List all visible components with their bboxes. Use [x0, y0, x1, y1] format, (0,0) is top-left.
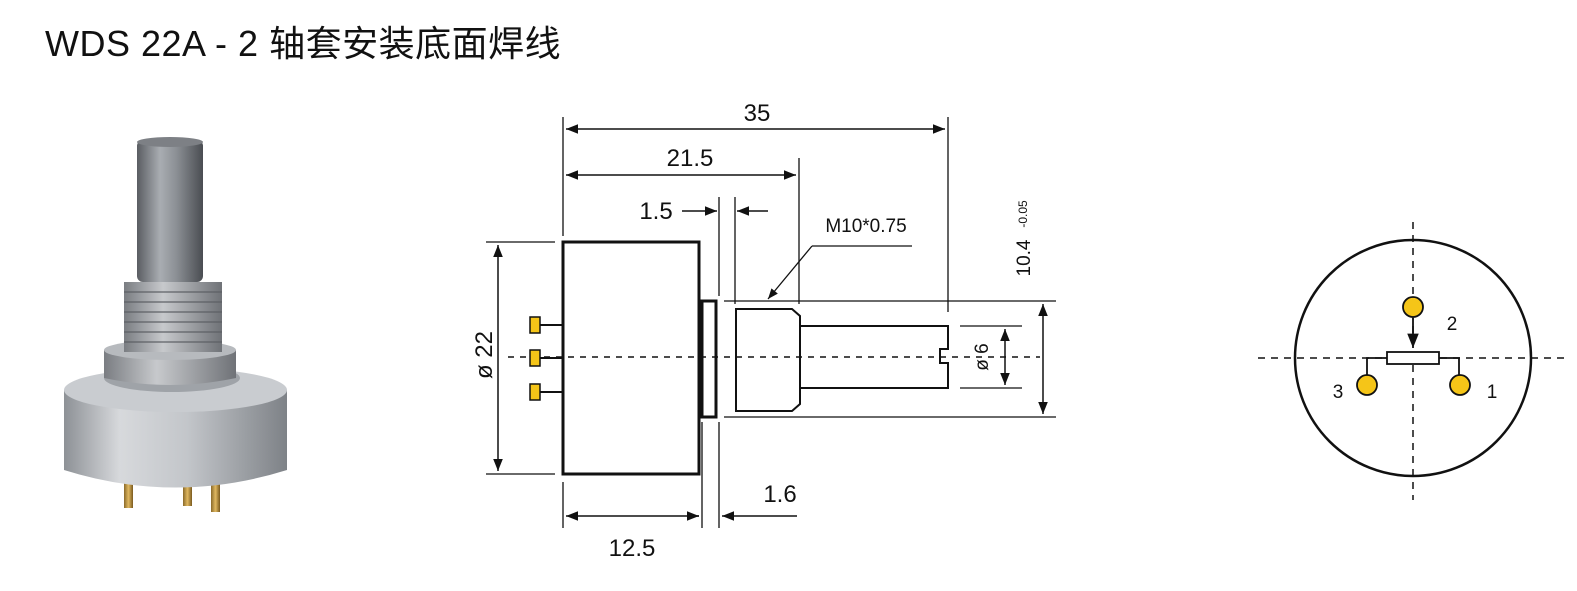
pin-1-dot — [1449, 374, 1471, 396]
dim-label-10-4: 10.4 — [1014, 239, 1035, 276]
resistor-symbol — [1386, 351, 1440, 365]
flange-outline — [700, 299, 718, 419]
pin-3-dot — [1356, 374, 1378, 396]
dim-label-21-5: 21.5 — [667, 145, 714, 172]
dim-label-35: 35 — [744, 100, 771, 127]
product-photo — [64, 137, 287, 512]
dim-label-tolerance: -0.05 — [1016, 200, 1030, 228]
dim-label-1-5: 1.5 — [639, 198, 672, 225]
photo-body — [64, 390, 287, 488]
dim-label-dia-22: ø 22 — [471, 331, 498, 379]
dim-label-12-5: 12.5 — [609, 535, 656, 562]
nut-outline — [735, 308, 801, 412]
drawing-pin-heads — [529, 316, 541, 401]
pin-label-2: 2 — [1447, 314, 1458, 335]
pin-2-dot — [1402, 296, 1424, 318]
shaft-outline — [800, 325, 949, 389]
photo-pin — [183, 478, 192, 506]
pin-label-3: 3 — [1333, 382, 1344, 403]
dimension-drawing — [486, 117, 1056, 528]
dim-label-thread: M10*0.75 — [825, 216, 906, 237]
dim-label-dia-6: ø 6 — [972, 343, 993, 370]
photo-bushing — [124, 282, 222, 352]
page-title: WDS 22A - 2 轴套安装底面焊线 — [45, 23, 562, 64]
thread-leader — [767, 245, 813, 300]
dim-label-1-6: 1.6 — [763, 481, 796, 508]
photo-pin — [211, 474, 220, 512]
pin-schematic — [1258, 222, 1570, 500]
body-outline — [561, 240, 701, 476]
photo-shaft — [137, 140, 203, 282]
photo-nut — [104, 350, 236, 385]
pin-label-1: 1 — [1487, 382, 1498, 403]
photo-pin — [124, 470, 133, 508]
drawing-pins — [540, 324, 563, 393]
